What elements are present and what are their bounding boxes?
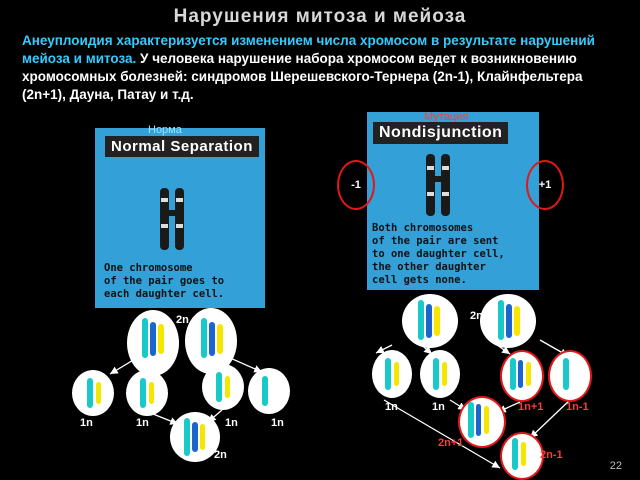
mutation-daughter-cell-2: [420, 350, 460, 398]
chromosome: [434, 306, 440, 336]
chromosome: [433, 358, 439, 390]
plus-one-marker: +1: [526, 160, 564, 210]
page-number: 22: [609, 460, 622, 472]
normal-daughter-cell-1: [72, 370, 114, 416]
chromosome: [426, 304, 432, 338]
chromosome: [442, 362, 447, 386]
chromosome: [526, 362, 531, 386]
mutation-mid-label-4: 1n-1: [566, 401, 589, 413]
mutation-daughter-cell-1: [372, 350, 412, 398]
mutation-fused-cell-right: [500, 432, 544, 480]
chromosome: [512, 438, 518, 470]
chromosome: [201, 318, 207, 358]
chromosome: [225, 376, 230, 398]
normal-daughter-cell-4: [248, 368, 290, 414]
chromosome: [498, 300, 504, 340]
intro-cyan-text: Анеуплоидия характеризуется изменением ч…: [22, 33, 595, 66]
chromosome: [200, 424, 205, 450]
mutation-mid-label-3: 1n+1: [518, 401, 544, 413]
chromosome: [149, 382, 154, 404]
chromosome: [142, 318, 148, 358]
slide-title: Нарушения митоза и мейоза: [173, 6, 467, 27]
mutation-fused-cell-left: [458, 396, 506, 448]
chromosome: [514, 306, 520, 336]
chromosome: [518, 360, 523, 388]
normal-mid-label-4: 1n: [271, 417, 284, 429]
mutation-chromosome-icon: [426, 154, 450, 216]
chromosome: [418, 300, 424, 340]
chromosome: [506, 304, 512, 338]
mutation-mid-label-1: 1n: [385, 401, 398, 413]
chromosome: [217, 324, 223, 354]
normal-daughter-cell-3: [202, 364, 244, 410]
normal-tag: Норма: [148, 124, 182, 136]
mutation-right-bottom-label: 2n-1: [540, 449, 563, 461]
normal-description: One chromosome of the pair goes to each …: [104, 262, 225, 300]
normal-daughter-cell-2: [126, 370, 168, 416]
normal-heading: Normal Separation: [105, 136, 259, 157]
normal-top-label: 2n: [176, 314, 189, 326]
chromosome: [209, 322, 215, 356]
normal-chromosome-icon: [160, 188, 184, 250]
mutation-heading: Nondisjunction: [373, 122, 509, 144]
intro-white-text: У человека нарушение набора хромосом вед…: [22, 51, 583, 102]
chromosome: [394, 362, 399, 386]
chromosome: [510, 358, 516, 390]
normal-mid-label-1: 1n: [80, 417, 93, 429]
chromosome: [476, 404, 481, 436]
chromosome: [563, 358, 569, 390]
chromosome: [385, 358, 391, 390]
mutation-mid-label-2: 1n: [432, 401, 445, 413]
chromosome: [184, 418, 190, 456]
chromosome: [140, 378, 146, 408]
chromosome: [484, 406, 489, 434]
normal-mid-label-2: 1n: [136, 417, 149, 429]
chromosome: [192, 422, 198, 452]
minus-one-marker: -1: [337, 160, 375, 210]
chromosome: [521, 442, 526, 466]
chromosome: [150, 322, 156, 356]
chromosome: [216, 372, 222, 402]
chromosome: [87, 378, 93, 408]
chromosome: [262, 376, 268, 406]
chromosome: [96, 382, 101, 404]
normal-bottom-label: 2n: [214, 449, 227, 461]
mutation-tag: Мутация: [424, 111, 469, 123]
mutation-top-label: 2n: [470, 310, 483, 322]
mutation-description: Both chromosomes of the pair are sent to…: [372, 222, 505, 286]
chromosome: [468, 402, 474, 438]
normal-mid-label-3: 1n: [225, 417, 238, 429]
chromosome: [158, 324, 164, 354]
intro-text: Анеуплоидия характеризуется изменением ч…: [22, 32, 622, 104]
mutation-left-bottom-label: 2n+1: [438, 437, 464, 449]
mutation-daughter-cell-4: [548, 350, 592, 402]
